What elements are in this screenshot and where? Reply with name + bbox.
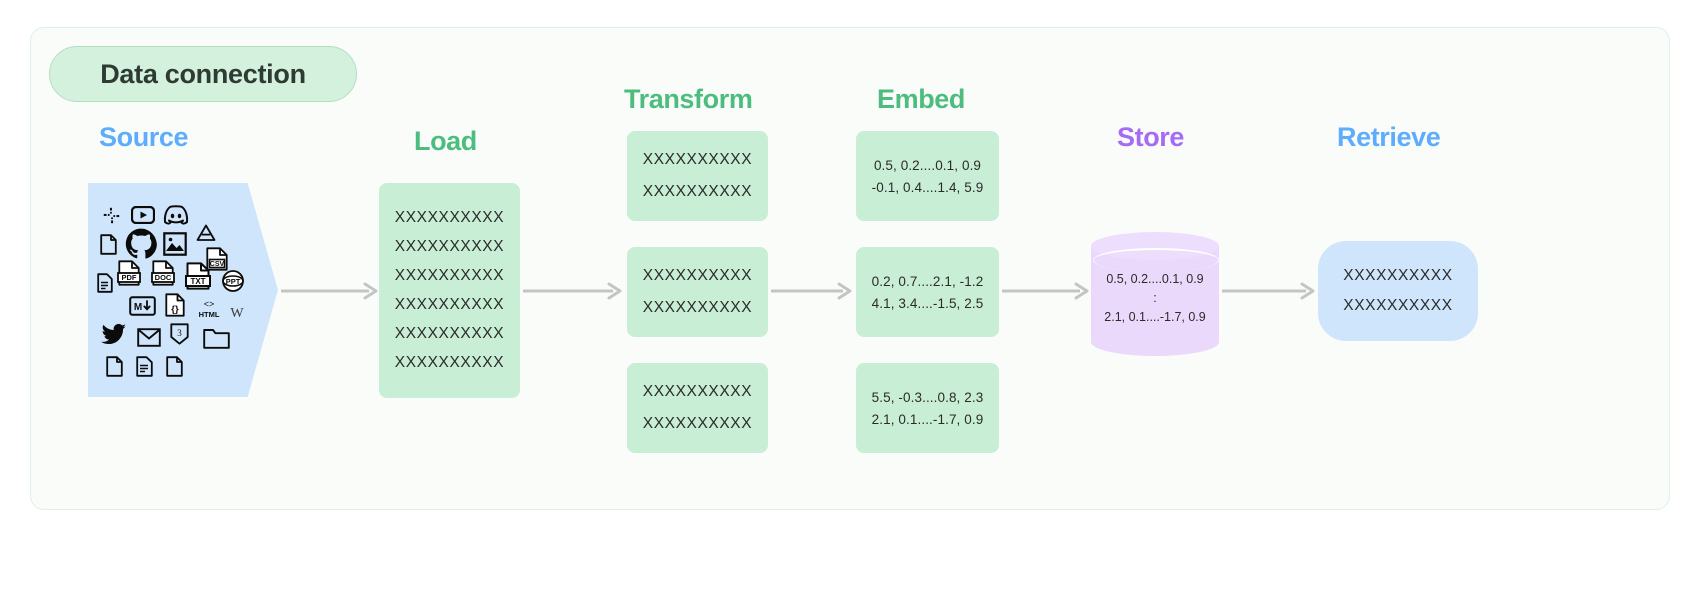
discord-icon [162,203,190,227]
retrieve-box: XXXXXXXXXX XXXXXXXXXX [1318,241,1478,341]
text-document-icon [96,272,114,294]
retrieve-row: XXXXXXXXXX [1343,297,1453,314]
embed-row: -0.1, 0.4....1.4, 5.9 [871,179,984,195]
css3-icon: 3 [168,322,190,346]
file-blank-2-icon [104,354,124,378]
file-lines-icon [134,354,154,378]
svg-text:PPT: PPT [226,277,241,286]
transform-box: XXXXXXXXXX XXXXXXXXXX [627,131,768,221]
load-row: XXXXXXXXXX [394,238,505,255]
load-row: XXXXXXXXXX [394,209,505,226]
txt-file-icon: TXT [184,261,212,291]
svg-text:{}: {} [171,304,179,315]
image-icon [162,231,188,257]
arrow-store-to-retrieve [1222,280,1316,302]
file-blank-3-icon [164,354,184,378]
arrow-transform-to-embed [771,280,853,302]
youtube-icon [130,204,156,226]
arrow-source-to-load [281,280,379,302]
embed-row: 4.1, 3.4....-1.5, 2.5 [871,295,984,311]
data-connection-badge-label: Data connection [100,58,306,89]
svg-text:M: M [133,302,141,313]
embed-row: 0.2, 0.7....2.1, -1.2 [871,273,984,289]
load-row: XXXXXXXXXX [394,325,505,342]
embed-box: 5.5, -0.3....0.8, 2.3 2.1, 0.1....-1.7, … [856,363,999,453]
store-text: 0.5, 0.2....0.1, 0.9 : 2.1, 0.1....-1.7,… [1091,272,1219,324]
svg-text:DOC: DOC [155,273,172,282]
embed-box: 0.5, 0.2....0.1, 0.9 -0.1, 0.4....1.4, 5… [856,131,999,221]
transform-box: XXXXXXXXXX XXXXXXXXXX [627,247,768,337]
load-row: XXXXXXXXXX [394,354,505,371]
load-row: XXXXXXXXXX [394,296,505,313]
svg-text:<>: <> [204,299,215,309]
heading-load: Load [414,126,477,156]
transform-row: XXXXXXXXXX [642,267,753,284]
heading-retrieve: Retrieve [1337,122,1441,152]
svg-text:CSV: CSV [210,261,225,268]
svg-text:W: W [230,306,244,321]
store-cylinder: 0.5, 0.2....0.1, 0.9 : 2.1, 0.1....-1.7,… [1091,232,1219,356]
load-row: XXXXXXXXXX [394,267,505,284]
transform-row: XXXXXXXXXX [642,299,753,316]
svg-text:3: 3 [177,328,182,338]
transform-row: XXXXXXXXXX [642,415,753,432]
arrow-load-to-transform [523,280,623,302]
transform-row: XXXXXXXXXX [642,383,753,400]
email-icon [136,326,162,348]
embed-row: 2.1, 0.1....-1.7, 0.9 [871,411,984,427]
heading-source: Source [99,122,189,152]
heading-transform: Transform [624,84,753,114]
google-drive-icon [195,222,217,244]
doc-file-icon: DOC [150,259,176,287]
twitter-icon [100,321,128,347]
markdown-icon: M [128,295,156,317]
data-connection-badge: Data connection [49,46,357,102]
source-icon-grid: CSV PDF DOC [92,196,252,386]
transform-row: XXXXXXXXXX [642,151,753,168]
store-row: 2.1, 0.1....-1.7, 0.9 [1104,310,1206,324]
load-box: XXXXXXXXXX XXXXXXXXXX XXXXXXXXXX XXXXXXX… [379,183,520,398]
svg-text:TXT: TXT [190,277,205,286]
transform-box: XXXXXXXXXX XXXXXXXXXX [627,363,768,453]
html-icon: <> HTML [194,297,224,321]
csv-file-icon: CSV [205,246,229,272]
slack-icon [100,204,122,226]
svg-text:HTML: HTML [199,310,220,319]
store-row: : [1153,291,1157,305]
retrieve-row: XXXXXXXXXX [1343,267,1453,284]
pdf-file-icon: PDF [116,259,142,287]
cylinder-sheen [1093,248,1219,272]
wikipedia-icon: W [226,302,248,322]
json-file-icon: {} [164,292,186,318]
ppt-file-icon: PPT [220,268,246,294]
store-row: 0.5, 0.2....0.1, 0.9 [1106,272,1204,286]
svg-text:PDF: PDF [122,273,137,282]
transform-row: XXXXXXXXXX [642,183,753,200]
github-icon [124,227,158,261]
embed-box: 0.2, 0.7....2.1, -1.2 4.1, 3.4....-1.5, … [856,247,999,337]
embed-row: 5.5, -0.3....0.8, 2.3 [871,389,984,405]
folder-icon [202,326,230,350]
arrow-embed-to-store [1002,280,1090,302]
heading-embed: Embed [877,84,966,114]
embed-row: 0.5, 0.2....0.1, 0.9 [873,157,982,173]
heading-store: Store [1117,122,1185,152]
file-blank-icon [98,232,118,256]
